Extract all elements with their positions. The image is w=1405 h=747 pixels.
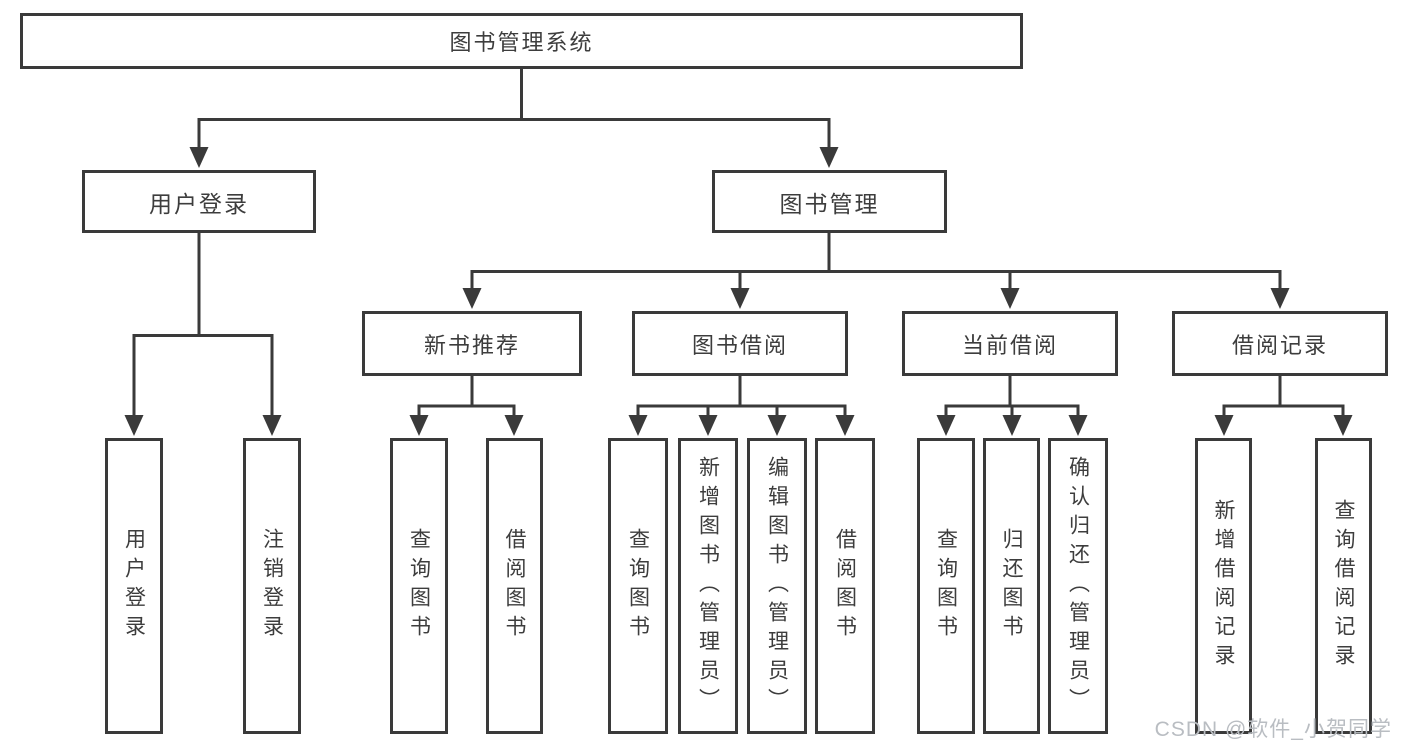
node-current-borrow-label: 当前借阅 [961, 332, 1058, 358]
node-borrow-records-label: 借阅记录 [1231, 332, 1328, 358]
node-borrow-records: 借阅记录 [1172, 311, 1388, 376]
node-user-login-label: 用户登录 [149, 190, 249, 217]
leaf-add-borrow-record: 新增借阅记录 [1195, 438, 1252, 734]
leaf-query-books-1: 查询图书 [390, 438, 448, 734]
node-book-borrow: 图书借阅 [632, 311, 848, 376]
node-current-borrow: 当前借阅 [902, 311, 1118, 376]
node-root: 图书管理系统 [20, 13, 1023, 69]
leaf-add-borrow-record-label: 新增借阅记录 [1212, 499, 1235, 673]
leaf-confirm-return-admin: 确认归还（管理员） [1048, 438, 1108, 734]
node-new-book-recommend: 新书推荐 [362, 311, 582, 376]
leaf-logout: 注销登录 [243, 438, 301, 734]
leaf-return-book: 归还图书 [983, 438, 1040, 734]
node-book-borrow-label: 图书借阅 [691, 332, 788, 358]
leaf-edit-book-admin: 编辑图书（管理员） [747, 438, 807, 734]
leaf-query-books-3: 查询图书 [917, 438, 975, 734]
leaf-query-books-2: 查询图书 [608, 438, 668, 734]
leaf-query-books-2-label: 查询图书 [626, 528, 650, 644]
leaf-borrow-books-1: 借阅图书 [486, 438, 543, 734]
node-root-label: 图书管理系统 [449, 30, 594, 55]
node-book-management: 图书管理 [712, 170, 947, 233]
leaf-borrow-books-1-label: 借阅图书 [503, 528, 526, 644]
leaf-logout-label: 注销登录 [260, 528, 284, 644]
leaf-query-books-1-label: 查询图书 [407, 528, 431, 644]
leaf-return-book-label: 归还图书 [1000, 528, 1023, 644]
leaf-add-book-admin: 新增图书（管理员） [678, 438, 738, 734]
leaf-add-book-admin-label: 新增图书（管理员） [696, 455, 720, 717]
leaf-query-books-3-label: 查询图书 [934, 528, 958, 644]
leaf-query-borrow-record: 查询借阅记录 [1315, 438, 1372, 734]
node-book-management-label: 图书管理 [779, 190, 880, 217]
watermark: CSDN @软件_小贺同学 [1154, 718, 1392, 741]
leaf-confirm-return-admin-label: 确认归还（管理员） [1066, 455, 1090, 717]
leaf-borrow-books-2: 借阅图书 [815, 438, 875, 734]
leaf-user-login-label: 用户登录 [122, 528, 146, 644]
leaf-borrow-books-2-label: 借阅图书 [833, 528, 857, 644]
node-user-login: 用户登录 [82, 170, 316, 233]
node-new-book-recommend-label: 新书推荐 [423, 332, 520, 358]
leaf-query-borrow-record-label: 查询借阅记录 [1332, 499, 1355, 673]
arrowheads [124, 147, 1353, 436]
leaf-user-login: 用户登录 [105, 438, 163, 734]
leaf-edit-book-admin-label: 编辑图书（管理员） [765, 455, 789, 717]
